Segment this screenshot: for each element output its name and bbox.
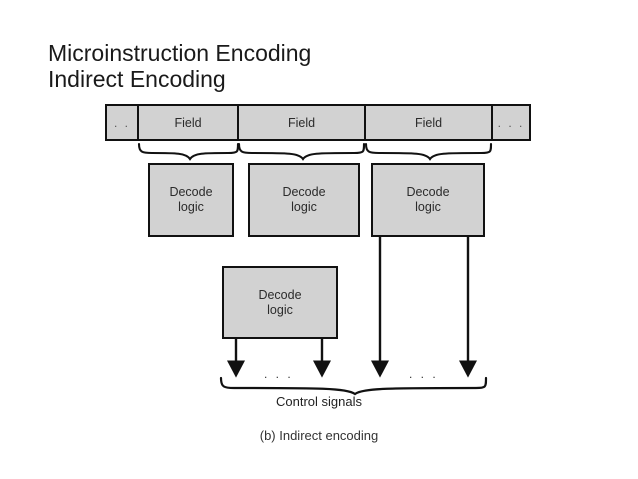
decode-logic-box-1-line2: logic bbox=[178, 200, 204, 214]
signal-ellipsis-right: . . . bbox=[409, 367, 439, 381]
brace-field-1 bbox=[137, 142, 240, 161]
decode-logic-box-3-line1: Decode bbox=[406, 185, 450, 199]
decode-logic-box-4: Decode logic bbox=[222, 266, 338, 339]
field-bar-segment-right-ellipsis: . . . bbox=[491, 104, 531, 141]
decode-logic-box-4-line1: Decode bbox=[258, 287, 302, 302]
decode-logic-box-2: Decode logic bbox=[248, 163, 360, 237]
brace-field-2 bbox=[237, 142, 366, 161]
field-bar-segment-field-3: Field bbox=[364, 104, 493, 141]
signal-ellipsis-left: . . . bbox=[264, 367, 294, 381]
field-bar-segment-field-1: Field bbox=[137, 104, 239, 141]
control-signals-brace bbox=[219, 376, 488, 396]
decode-logic-box-3-line2: logic bbox=[415, 200, 441, 214]
field-bar-segment-field-2: Field bbox=[237, 104, 366, 141]
brace-field-3 bbox=[364, 142, 493, 161]
field-bar-segment-left-ellipsis: . . bbox=[105, 104, 139, 141]
page-title: Microinstruction Encoding Indirect Encod… bbox=[48, 40, 312, 92]
figure-caption: (b) Indirect encoding bbox=[259, 428, 379, 443]
decode4-output-lines bbox=[226, 339, 332, 378]
decode-logic-box-4-line2: logic bbox=[267, 302, 293, 317]
decode-logic-box-2-line2: logic bbox=[291, 200, 317, 214]
decode-logic-box-3: Decode logic bbox=[371, 163, 485, 237]
control-signals-label: Control signals bbox=[276, 394, 362, 409]
decode-logic-box-1-line1: Decode bbox=[169, 185, 213, 199]
decode3-output-lines bbox=[370, 237, 478, 378]
decode-logic-box-1: Decode logic bbox=[148, 163, 234, 237]
field-to-decode-braces bbox=[137, 142, 493, 161]
decode-logic-box-2-line1: Decode bbox=[282, 185, 326, 199]
